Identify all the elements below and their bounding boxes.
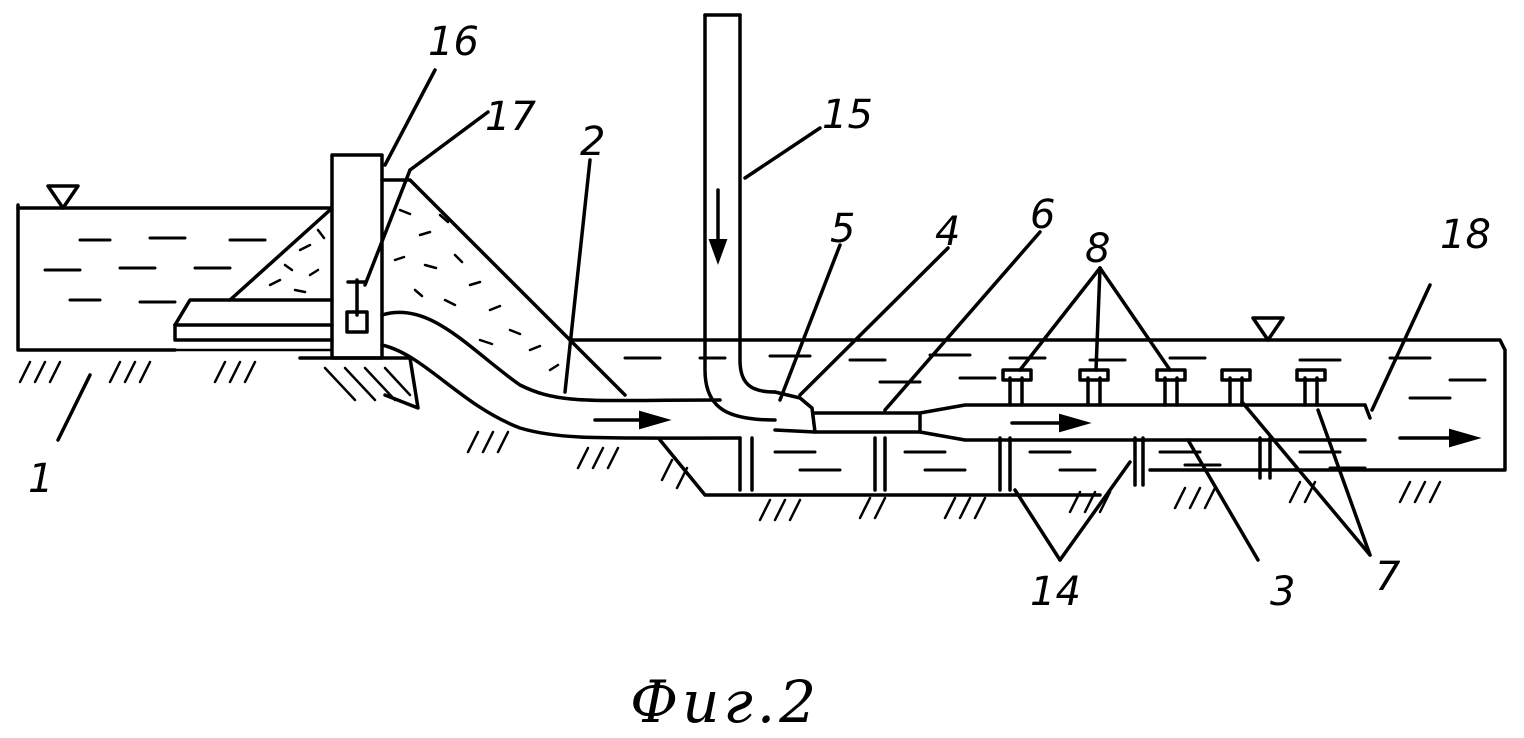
leader-lines [56, 68, 1432, 562]
label-14: 14 [1030, 569, 1081, 615]
conduit-pipe [380, 310, 742, 440]
label-1: 1 [28, 456, 53, 502]
downstream-channel [568, 316, 1507, 492]
label-15: 15 [822, 92, 873, 138]
label-4: 4 [935, 209, 960, 255]
figure-caption: Фиг.2 [630, 668, 820, 736]
label-16: 16 [428, 19, 479, 65]
tower-foundation [298, 356, 420, 410]
nozzle-1 [1001, 368, 1033, 407]
nozzle-5 [1295, 368, 1327, 407]
supply-pipe [703, 13, 817, 434]
intake-pipe [173, 298, 334, 342]
label-8: 8 [1085, 226, 1110, 272]
ground-hatch-middle [466, 430, 1102, 497]
label-18: 18 [1440, 212, 1491, 258]
labels: 1 2 3 4 5 6 7 8 14 15 16 17 18 [28, 19, 1491, 615]
label-17: 17 [485, 94, 536, 140]
ground-hatch-right [758, 480, 1442, 522]
embankment-left [228, 208, 332, 302]
label-7: 7 [1375, 554, 1401, 600]
leader-17-ext [408, 110, 490, 172]
nozzle-4 [1220, 368, 1252, 407]
ground-hatch-left [16, 348, 332, 384]
label-2: 2 [580, 119, 605, 165]
label-5: 5 [830, 206, 855, 252]
label-6: 6 [1030, 192, 1055, 238]
embankment-right [380, 178, 627, 397]
label-3: 3 [1270, 569, 1295, 615]
nozzle-2 [1078, 368, 1110, 407]
nozzle-3 [1155, 368, 1187, 407]
